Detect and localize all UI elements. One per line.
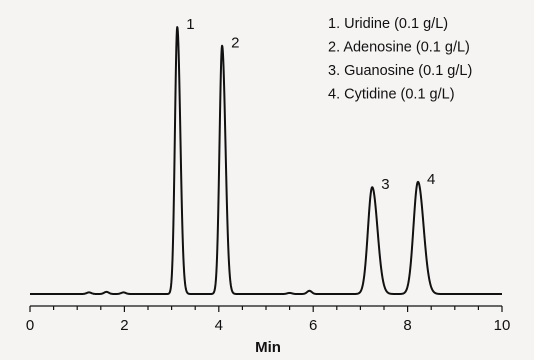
x-tick-label: 0 — [26, 317, 34, 334]
peak-label-1: 1 — [186, 16, 194, 33]
peak-label-4: 4 — [427, 171, 435, 188]
legend: 1. Uridine (0.1 g/L) 2. Adenosine (0.1 g/… — [328, 16, 472, 103]
x-tick-label: 10 — [494, 317, 511, 334]
peak-label-3: 3 — [381, 176, 389, 193]
x-tick-label: 6 — [309, 317, 317, 334]
legend-entry: 3. Guanosine (0.1 g/L) — [328, 63, 472, 79]
legend-entry: 4. Cytidine (0.1 g/L) — [328, 87, 455, 103]
chromatogram-trace — [29, 26, 503, 295]
peak-label-2: 2 — [231, 35, 239, 52]
legend-entry: 1. Uridine (0.1 g/L) — [328, 16, 448, 32]
x-tick-label: 4 — [215, 317, 223, 334]
x-tick-label: 8 — [403, 317, 411, 334]
legend-entry: 2. Adenosine (0.1 g/L) — [328, 40, 470, 56]
x-axis: 0 2 4 6 8 10 — [26, 305, 511, 334]
x-axis-title: Min — [255, 339, 281, 356]
x-tick-label: 2 — [120, 317, 128, 334]
peak-labels: 1 2 3 4 — [186, 16, 435, 193]
